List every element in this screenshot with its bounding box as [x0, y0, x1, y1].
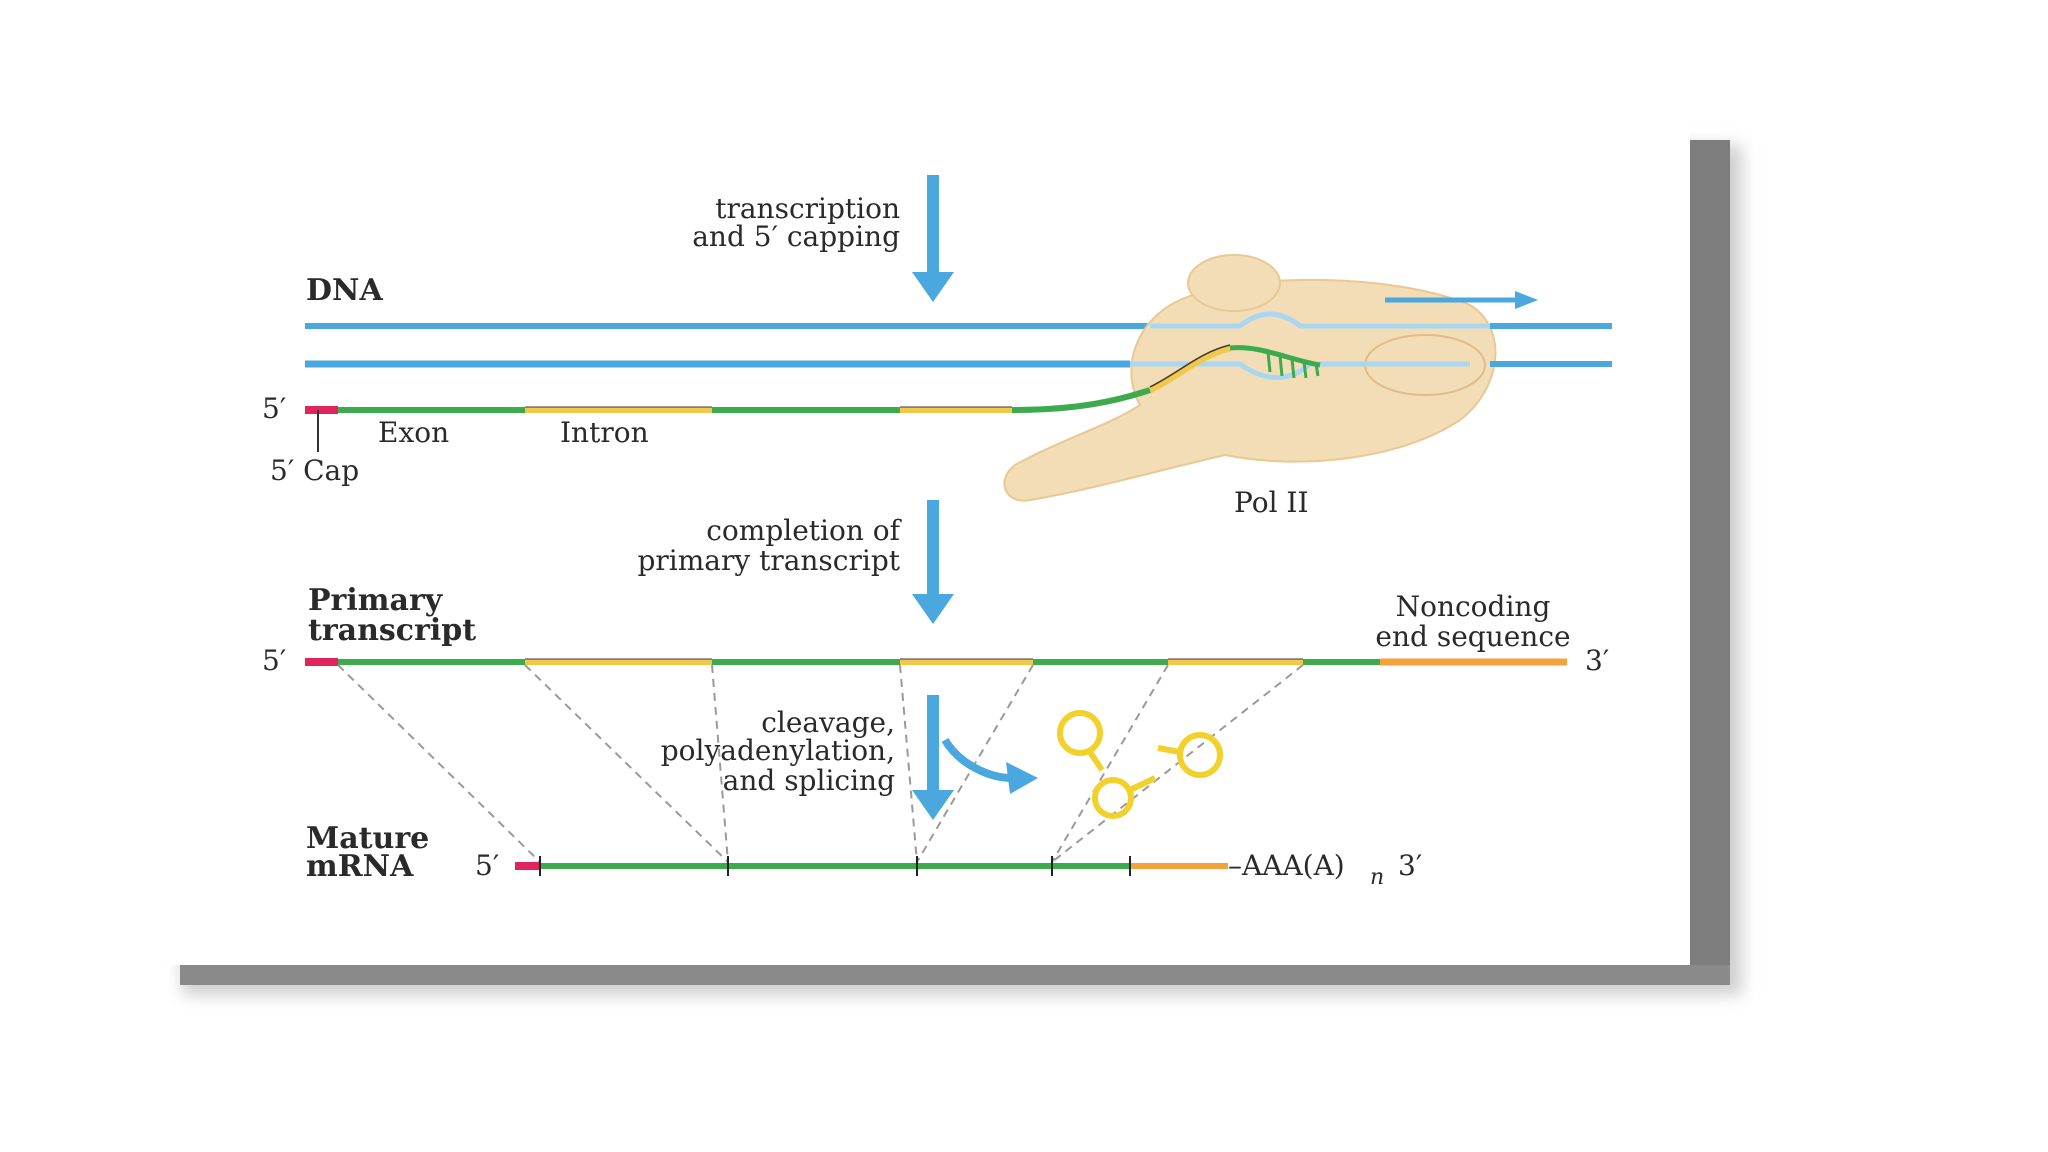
poly-a-tail-label: –AAA(A) — [1228, 849, 1345, 882]
mature-three-prime-label: 3′ — [1398, 849, 1422, 882]
five-prime-cap-label: 5′ Cap — [270, 454, 359, 487]
poly-a-subscript: n — [1370, 865, 1384, 890]
step2-label-line2: primary transcript — [637, 544, 900, 577]
primary-transcript-strand — [305, 658, 1567, 666]
step3-label-line3: and splicing — [723, 764, 895, 797]
dna-bubble — [1130, 311, 1612, 380]
step2-label-line1: completion of — [706, 514, 902, 547]
intron-label: Intron — [560, 416, 649, 449]
mature-mrna-strand — [515, 856, 1228, 876]
excised-introns — [1057, 710, 1223, 819]
step3-label-line2: polyadenylation, — [661, 734, 895, 767]
primary-transcript-label-line2: transcript — [308, 613, 476, 648]
step3-arrow — [912, 695, 1038, 820]
pol-ii-label: Pol II — [1234, 486, 1309, 519]
step3-label-line1: cleavage, — [761, 706, 895, 739]
noncoding-label-line1: Noncoding — [1396, 590, 1551, 623]
primary-five-prime-label: 5′ — [262, 644, 286, 677]
nascent-transcript — [305, 344, 1321, 452]
noncoding-label-line2: end sequence — [1375, 620, 1570, 653]
step2-arrow — [912, 500, 954, 624]
dna-strands — [305, 323, 1150, 368]
dna-five-prime-label: 5′ — [262, 392, 286, 425]
step1-label-line2: and 5′ capping — [692, 220, 900, 253]
primary-transcript-label-line1: Primary — [308, 583, 444, 618]
mature-mrna-label-line1: Mature — [306, 821, 429, 856]
figure-card — [160, 125, 1742, 995]
step1-label-line1: transcription — [715, 192, 900, 225]
step1-arrow — [912, 175, 954, 302]
direction-arrow — [1385, 291, 1538, 309]
primary-three-prime-label: 3′ — [1585, 644, 1609, 677]
mature-five-prime-label: 5′ — [475, 849, 499, 882]
dna-label: DNA — [306, 273, 383, 308]
mature-mrna-label-line2: mRNA — [306, 849, 414, 884]
exon-label: Exon — [378, 416, 449, 449]
